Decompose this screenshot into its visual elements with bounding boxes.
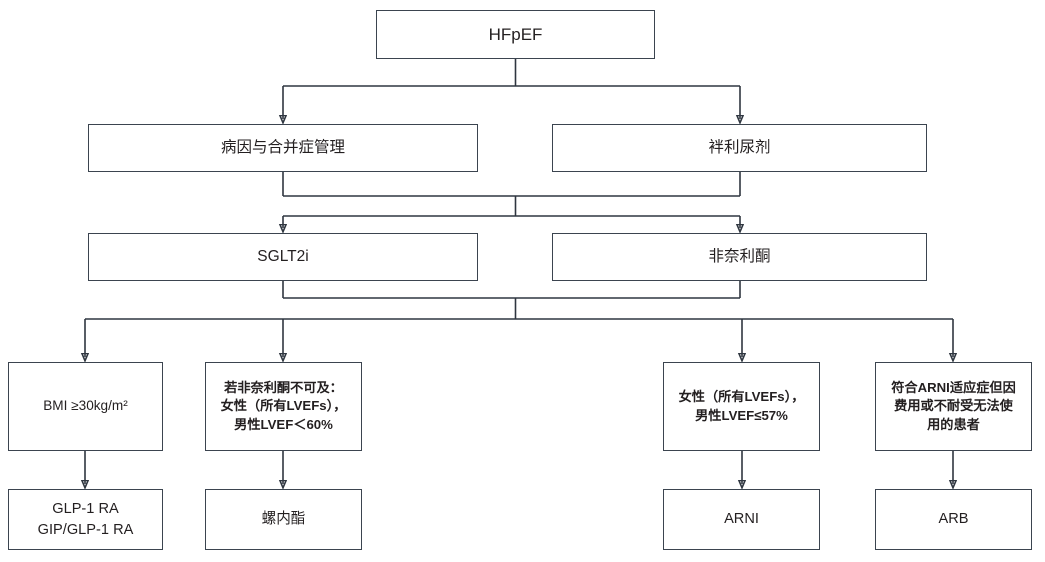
- node-loop-diuretic-label: 袢利尿剂: [708, 139, 771, 157]
- node-finerenone[interactable]: 非奈利酮: [552, 233, 927, 281]
- node-bmi-criterion[interactable]: BMI ≥30kg/m²: [8, 362, 163, 451]
- node-spironolactone-label: 螺内酯: [261, 511, 306, 528]
- node-finerenone-label: 非奈利酮: [708, 248, 771, 266]
- node-arni[interactable]: ARNI: [663, 489, 820, 550]
- node-hfpef[interactable]: HFpEF: [376, 10, 655, 59]
- node-arb[interactable]: ARB: [875, 489, 1032, 550]
- node-finerenone-unavailable-criterion-label: 若非奈利酮不可及： 女性（所有LVEFs）， 男性LVEF＜60%: [220, 380, 347, 432]
- node-arni-label: ARNI: [724, 511, 759, 528]
- node-finerenone-unavailable-criterion[interactable]: 若非奈利酮不可及： 女性（所有LVEFs）， 男性LVEF＜60%: [205, 362, 362, 451]
- node-glp1-ra[interactable]: GLP-1 RA GIP/GLP-1 RA: [8, 489, 163, 550]
- node-glp1-ra-label: GLP-1 RA GIP/GLP-1 RA: [37, 501, 134, 538]
- node-lvef-57-criterion-label: 女性（所有LVEFs）， 男性LVEF≤57%: [678, 389, 805, 423]
- node-lvef-57-criterion[interactable]: 女性（所有LVEFs）， 男性LVEF≤57%: [663, 362, 820, 451]
- node-sglt2i-label: SGLT2i: [257, 248, 309, 266]
- node-sglt2i[interactable]: SGLT2i: [88, 233, 478, 281]
- node-hfpef-label: HFpEF: [488, 24, 543, 44]
- node-arb-label: ARB: [938, 511, 969, 528]
- node-etiology-comorbidity-management-label: 病因与合并症管理: [220, 139, 345, 157]
- node-etiology-comorbidity-management[interactable]: 病因与合并症管理: [88, 124, 478, 172]
- node-arni-indicated-unusable-criterion[interactable]: 符合ARNI适应症但因 费用或不耐受无法使 用的患者: [875, 362, 1032, 451]
- node-loop-diuretic[interactable]: 袢利尿剂: [552, 124, 927, 172]
- node-bmi-criterion-label: BMI ≥30kg/m²: [43, 398, 128, 414]
- node-arni-indicated-unusable-criterion-label: 符合ARNI适应症但因 费用或不耐受无法使 用的患者: [891, 380, 1016, 432]
- node-spironolactone[interactable]: 螺内酯: [205, 489, 362, 550]
